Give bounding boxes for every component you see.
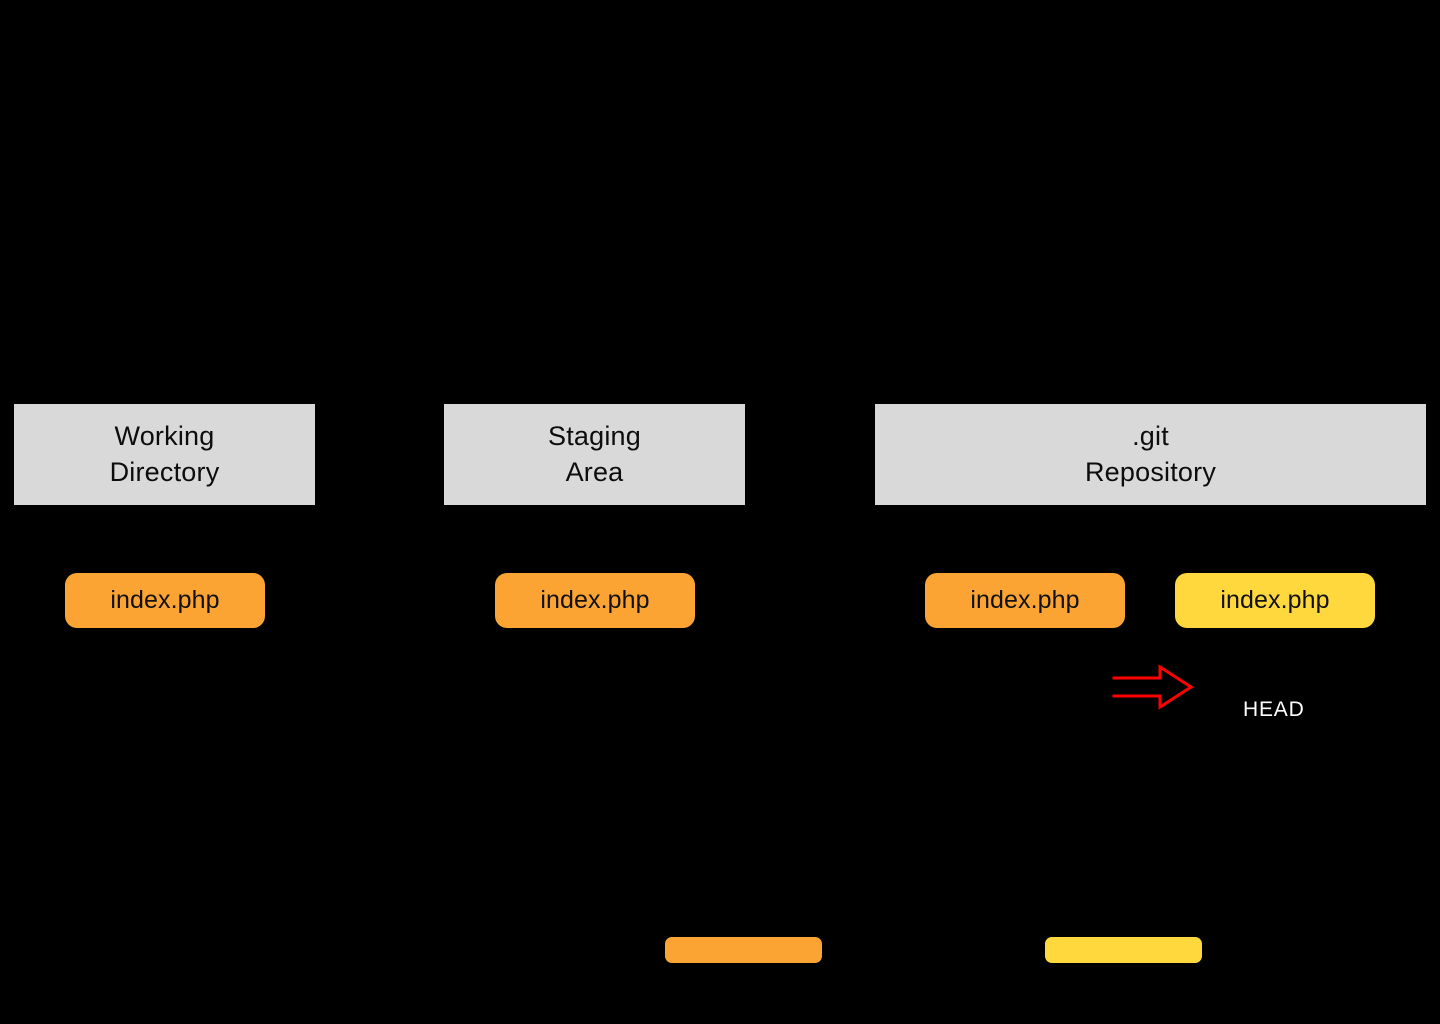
legend-swatch-modified: [665, 937, 822, 963]
file-pill-label: index.php: [540, 586, 650, 614]
area-box-working-directory: Working Directory: [14, 404, 315, 505]
file-pill-repository-head: index.php: [1175, 573, 1375, 628]
file-pill-label: index.php: [1220, 586, 1330, 614]
area-box-staging-area: Staging Area: [444, 404, 745, 505]
right-block-arrow-icon: [1112, 664, 1194, 710]
area-label-working-directory: Working Directory: [109, 420, 220, 487]
file-pill-repository-left: index.php: [925, 573, 1125, 628]
file-pill-working-directory: index.php: [65, 573, 265, 628]
file-pill-staging-area: index.php: [495, 573, 695, 628]
area-box-git-repository: .git Repository: [875, 404, 1426, 505]
area-label-git-repository: .git Repository: [1084, 420, 1217, 487]
area-label-staging-area: Staging Area: [548, 420, 641, 487]
file-pill-label: index.php: [110, 586, 220, 614]
file-pill-label: index.php: [970, 586, 1080, 614]
head-pointer-label: HEAD: [1243, 698, 1305, 721]
legend-swatch-commit: [1045, 937, 1202, 963]
